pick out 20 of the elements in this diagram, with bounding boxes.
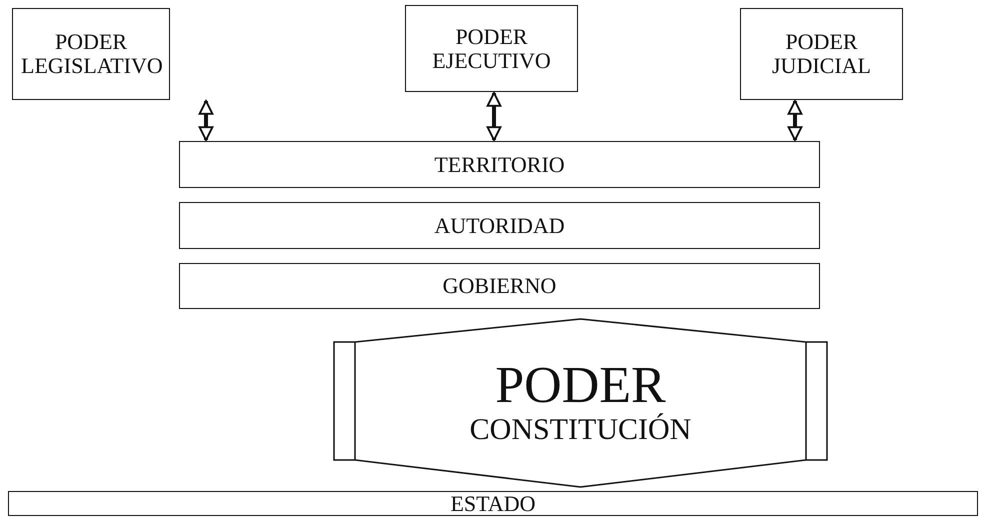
box-label: ESTADO xyxy=(450,492,536,516)
double-arrow xyxy=(198,100,214,141)
text-box xyxy=(12,8,170,100)
double-arrow xyxy=(486,92,502,141)
text-box xyxy=(179,263,820,309)
text-box xyxy=(179,141,820,188)
box-label: PODER JUDICIAL xyxy=(771,30,872,78)
box-label: PODER LEGISLATIVO xyxy=(21,30,161,78)
text-box xyxy=(405,5,578,92)
text-box xyxy=(179,202,820,249)
heading-text: PODER xyxy=(495,359,666,413)
double-arrow xyxy=(788,100,802,141)
text-box xyxy=(740,8,903,100)
box-label: AUTORIDAD xyxy=(434,214,565,238)
text-box xyxy=(8,491,978,516)
box-label: TERRITORIO xyxy=(434,152,565,176)
double-arrow-shape xyxy=(333,318,828,488)
box-label: PODER EJECUTIVO xyxy=(431,24,552,72)
subheading-text: CONSTITUCIÓN xyxy=(470,413,692,447)
box-label: GOBIERNO xyxy=(442,274,556,298)
